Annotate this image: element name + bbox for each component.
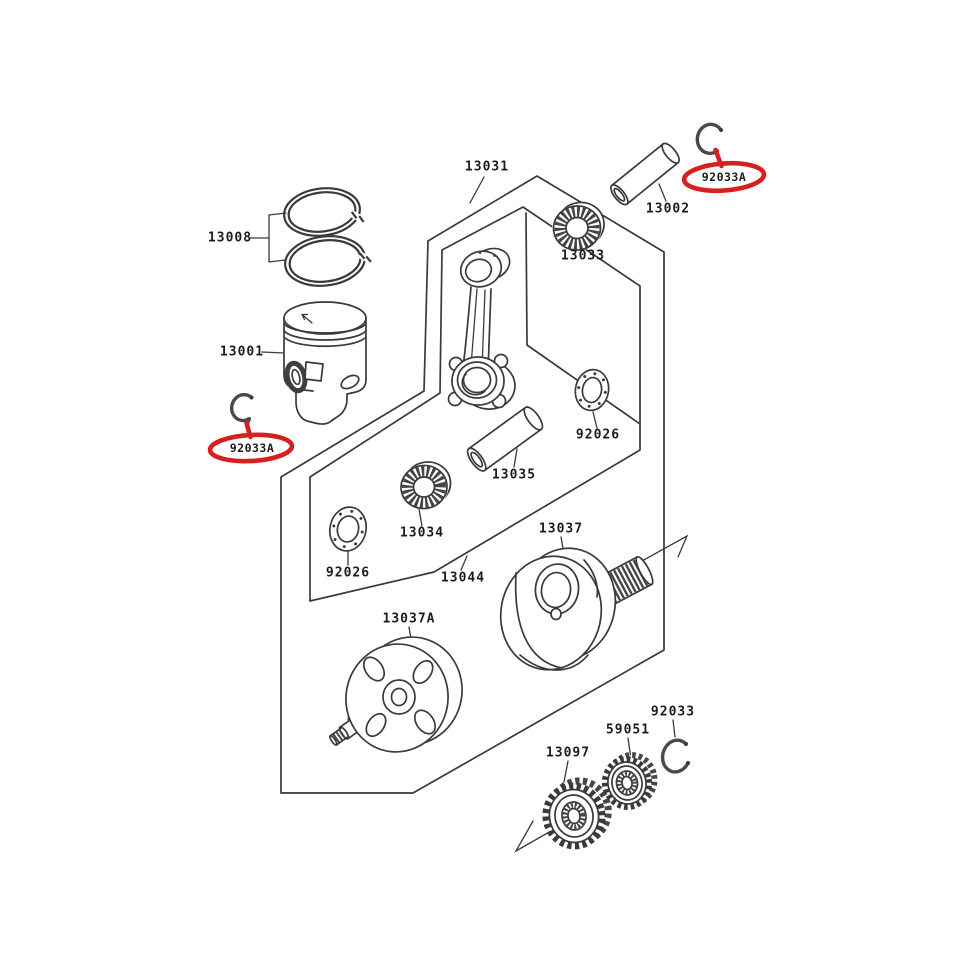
highlight-oval-left bbox=[207, 420, 295, 464]
part-crankshaft-right-drawing bbox=[499, 547, 654, 671]
part-secondary-gear-drawing bbox=[601, 752, 658, 810]
part-connecting-rod-drawing bbox=[447, 247, 516, 410]
part-label-13037: 13037 bbox=[538, 521, 584, 537]
part-piston-drawing bbox=[283, 301, 367, 425]
part-crank-pin-drawing bbox=[466, 406, 544, 472]
part-small-end-bearing-drawing bbox=[552, 201, 605, 252]
part-label-13033: 13033 bbox=[560, 248, 606, 264]
part-circlip-bottom-drawing bbox=[660, 738, 690, 774]
part-label-13002: 13002 bbox=[645, 201, 691, 217]
part-label-92033a-left: 92033A bbox=[229, 441, 275, 455]
part-label-13001: 13001 bbox=[219, 344, 265, 360]
part-label-92033a-right: 92033A bbox=[701, 170, 747, 184]
leader-lines bbox=[249, 176, 676, 783]
part-label-13044: 13044 bbox=[440, 570, 486, 586]
part-label-92033: 92033 bbox=[650, 704, 696, 720]
part-big-end-bearing-drawing bbox=[399, 461, 452, 510]
part-circlip-left-drawing bbox=[229, 393, 254, 426]
part-thrust-washer-right-drawing bbox=[574, 368, 610, 412]
part-circlip-right-drawing bbox=[695, 122, 723, 155]
part-label-59051: 59051 bbox=[605, 722, 651, 738]
part-label-13035: 13035 bbox=[491, 467, 537, 483]
part-label-13034: 13034 bbox=[399, 525, 445, 541]
part-label-92026-right: 92026 bbox=[575, 427, 621, 443]
part-label-13037a: 13037A bbox=[382, 611, 436, 627]
assembly-outline-outer bbox=[280, 175, 665, 794]
assembly-direction-arrow-gear bbox=[514, 820, 559, 853]
part-label-13097: 13097 bbox=[545, 745, 591, 761]
part-label-92026-left: 92026 bbox=[325, 565, 371, 581]
part-thrust-washer-left-drawing bbox=[328, 506, 368, 552]
part-label-13008: 13008 bbox=[207, 230, 253, 246]
part-primary-gear-drawing bbox=[542, 777, 612, 850]
part-piston-ring-top-drawing bbox=[283, 187, 367, 237]
part-piston-ring-bottom-drawing bbox=[284, 235, 373, 287]
highlight-oval-right bbox=[681, 147, 767, 194]
assembly-direction-arrow-crankshaft bbox=[632, 534, 689, 567]
part-piston-pin-drawing bbox=[610, 142, 680, 206]
part-label-13031: 13031 bbox=[464, 159, 510, 175]
part-crankshaft-left-drawing bbox=[328, 636, 463, 753]
